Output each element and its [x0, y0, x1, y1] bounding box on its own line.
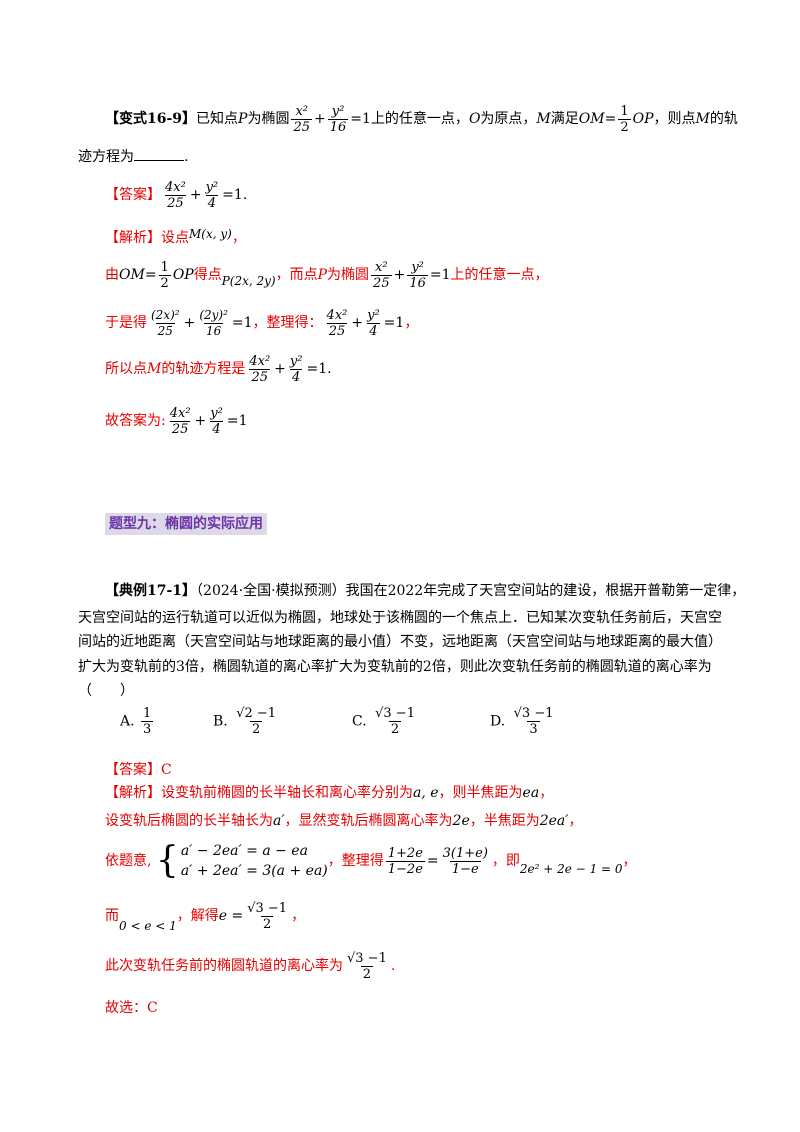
answer-2: 【答案】C	[105, 762, 172, 778]
question-tag: 【典例17-1】	[105, 583, 197, 599]
explanation-tag: 【解析】	[105, 230, 161, 246]
explanation-tag: 【解析】	[105, 785, 161, 801]
question-17-1-line2: 天宫空间站的运行轨道可以近似为椭圆，地球处于该椭圆的一个焦点上．已知某次变轨任务…	[78, 610, 722, 626]
question-17-1-line3: 间站的近地距离（天宫空间站与地球距离的最小值）不变，远地距离（天宫空间站与地球距…	[78, 634, 722, 650]
question-17-1-line1: 【典例17-1】（2024·全国·模拟预测）我国在2022年完成了天宫空间站的建…	[105, 583, 746, 599]
question-16-9-line2: 迹方程为.	[78, 146, 188, 167]
answer-tag: 【答案】	[105, 187, 161, 203]
section-title: 题型九：椭圆的实际应用	[105, 513, 267, 535]
explanation-1-line1: 【解析】设点M(x, y)，	[105, 227, 246, 246]
explanation-2-line1: 【解析】设变轨前椭圆的长半轴长和离心率分别为a, e，则半焦距为ea，	[105, 785, 554, 801]
explanation-2-line2: 设变轨后椭圆的长半轴长为a′，显然变轨后椭圆离心率为2e，半焦距为2ea′，	[105, 813, 583, 829]
answer-tag: 【答案】	[105, 762, 161, 778]
question-tag: 【变式16-9】	[105, 111, 197, 127]
question-17-1-line4: 扩大为变轨前的3倍，椭圆轨道的离心率扩大为变轨前的2倍，则此次变轨任务前的椭圆轨…	[78, 659, 712, 675]
question-17-1-line5: （ ）	[78, 683, 134, 699]
answer-blank	[134, 146, 184, 161]
left-brace-icon: {	[155, 840, 179, 881]
explanation-2-line6: 故选：C	[105, 1000, 158, 1016]
